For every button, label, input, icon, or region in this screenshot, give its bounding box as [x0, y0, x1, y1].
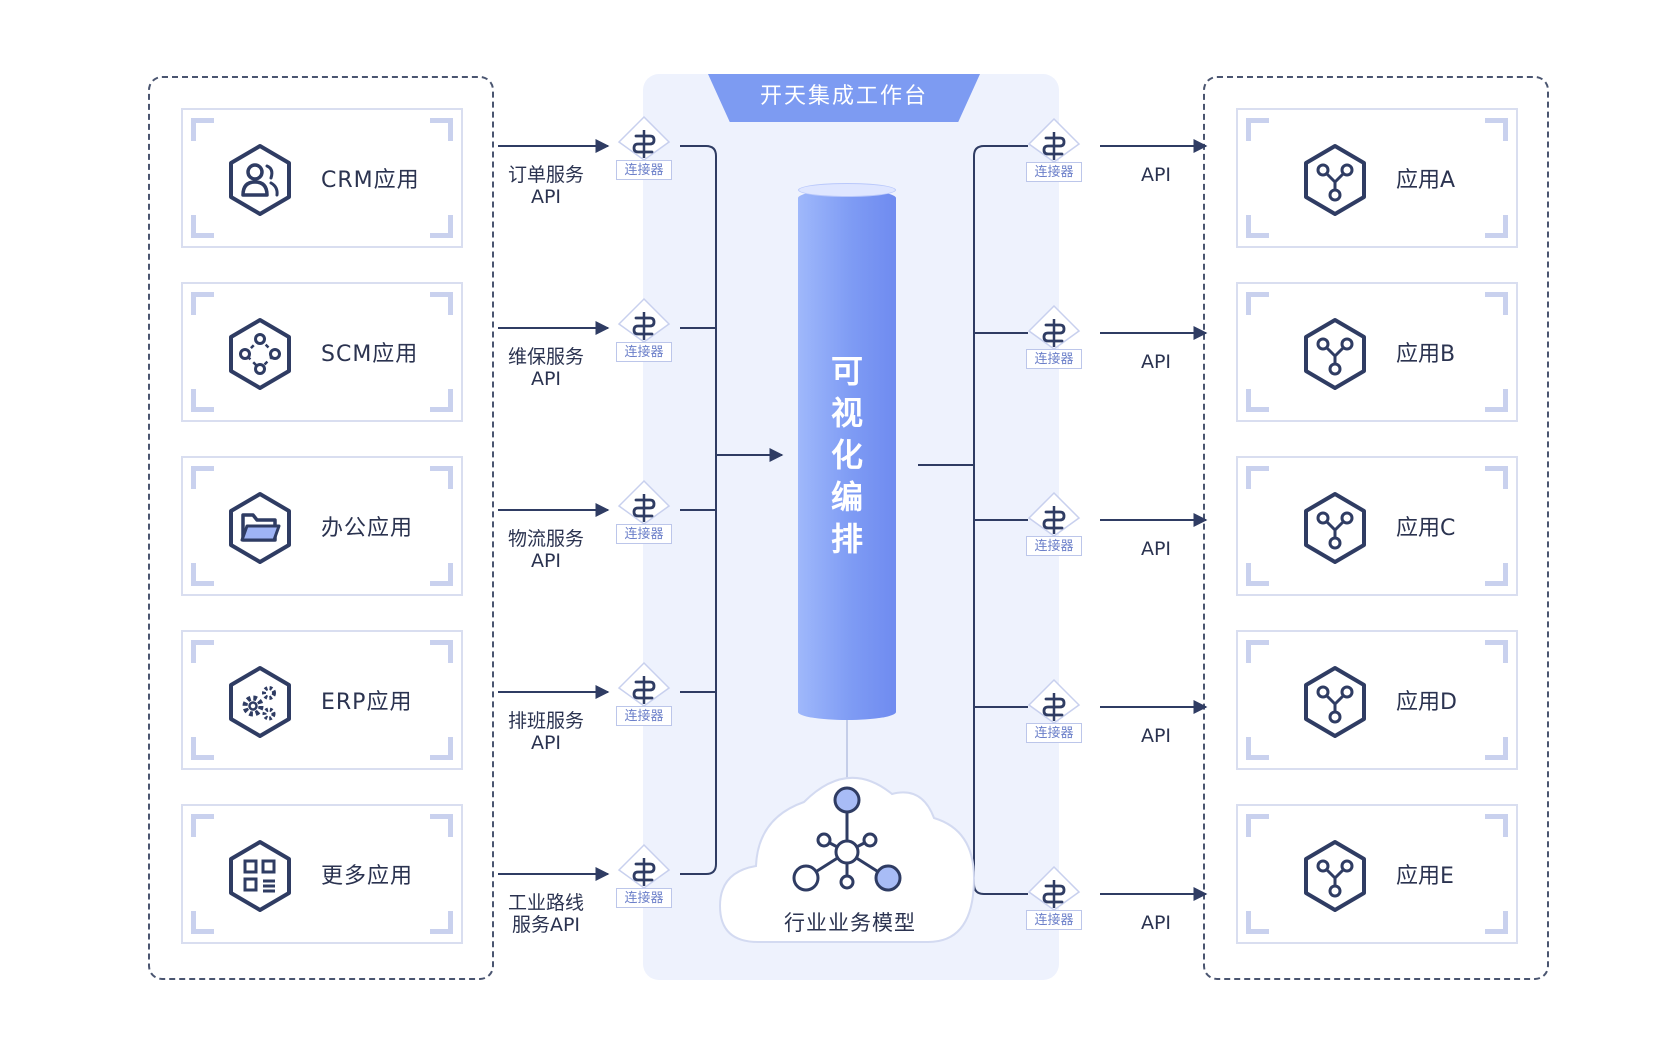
connector-left-2[interactable]: 连接器 — [614, 296, 674, 368]
connector-icon — [617, 843, 671, 888]
connector-left-3[interactable]: 连接器 — [614, 478, 674, 550]
nodes-icon — [229, 318, 291, 390]
industry-model-cloud — [718, 776, 976, 943]
target-api-label: API — [1140, 538, 1172, 560]
target-api-label: API — [1140, 351, 1172, 373]
target-app-label: 应用A — [1396, 168, 1456, 193]
connector-icon — [1027, 304, 1081, 349]
connector-label: 连接器 — [1026, 910, 1082, 930]
connector-right-2[interactable]: 连接器 — [1024, 303, 1084, 375]
target-app-label: 应用C — [1396, 516, 1456, 541]
orchestration-char: 排 — [830, 520, 863, 558]
target-app-label: 应用B — [1396, 342, 1456, 367]
folder-icon — [229, 492, 291, 564]
target-api-label: API — [1140, 164, 1172, 186]
target-api-label: API — [1140, 725, 1172, 747]
source-app-label: 更多应用 — [321, 864, 414, 889]
connector-label: 连接器 — [1026, 162, 1082, 182]
network-icon — [1304, 492, 1366, 564]
service-api-label: 工业路线服务API — [507, 892, 584, 936]
connector-label: 连接器 — [616, 160, 672, 180]
connector-right-5[interactable]: 连接器 — [1024, 864, 1084, 936]
orchestration-char: 视 — [830, 394, 863, 432]
gears-icon — [229, 666, 291, 738]
connector-right-3[interactable]: 连接器 — [1024, 490, 1084, 562]
source-app-card-erp[interactable]: ERP应用 — [181, 630, 463, 770]
industry-model-label: 行业业务模型 — [784, 911, 916, 935]
orchestration-label: 可视化编排 — [798, 350, 896, 560]
connector-label: 连接器 — [1026, 723, 1082, 743]
source-app-card-scm[interactable]: SCM应用 — [181, 282, 463, 422]
platform-title: 开天集成工作台 — [708, 74, 980, 122]
source-app-label: 办公应用 — [321, 516, 414, 541]
users-icon — [229, 144, 291, 216]
connector-icon — [1027, 865, 1081, 910]
target-app-card-e[interactable]: 应用E — [1236, 804, 1518, 944]
target-app-label: 应用D — [1396, 690, 1457, 715]
orchestration-char: 编 — [830, 478, 863, 516]
target-app-card-c[interactable]: 应用C — [1236, 456, 1518, 596]
connector-left-4[interactable]: 连接器 — [614, 660, 674, 732]
connector-left-1[interactable]: 连接器 — [614, 114, 674, 186]
network-icon — [1304, 666, 1366, 738]
source-app-label: CRM应用 — [321, 168, 420, 193]
connector-label: 连接器 — [1026, 536, 1082, 556]
source-app-card-office[interactable]: 办公应用 — [181, 456, 463, 596]
connector-icon — [617, 115, 671, 160]
source-app-label: ERP应用 — [321, 690, 413, 715]
network-icon — [1304, 144, 1366, 216]
connector-label: 连接器 — [616, 888, 672, 908]
orchestration-char: 可 — [830, 352, 863, 390]
visual-orchestration-cylinder: 可视化编排 — [798, 183, 896, 720]
source-app-card-more[interactable]: 更多应用 — [181, 804, 463, 944]
connector-label: 连接器 — [616, 342, 672, 362]
connector-label: 连接器 — [1026, 349, 1082, 369]
source-app-card-crm[interactable]: CRM应用 — [181, 108, 463, 248]
source-apps-group — [148, 76, 494, 980]
connector-right-4[interactable]: 连接器 — [1024, 677, 1084, 749]
connector-label: 连接器 — [616, 524, 672, 544]
target-api-label: API — [1140, 912, 1172, 934]
source-app-label: SCM应用 — [321, 342, 419, 367]
connector-right-1[interactable]: 连接器 — [1024, 116, 1084, 188]
network-icon — [1304, 840, 1366, 912]
network-model-icon — [792, 786, 902, 892]
connector-icon — [1027, 678, 1081, 723]
target-app-card-b[interactable]: 应用B — [1236, 282, 1518, 422]
target-apps-group — [1203, 76, 1549, 980]
connector-icon — [1027, 117, 1081, 162]
connector-label: 连接器 — [616, 706, 672, 726]
connector-icon — [617, 661, 671, 706]
target-app-card-d[interactable]: 应用D — [1236, 630, 1518, 770]
connector-icon — [617, 479, 671, 524]
network-icon — [1304, 318, 1366, 390]
connector-icon — [617, 297, 671, 342]
orchestration-char: 化 — [830, 436, 863, 474]
connector-left-5[interactable]: 连接器 — [614, 842, 674, 914]
connector-icon — [1027, 491, 1081, 536]
grid-icon — [229, 840, 291, 912]
target-app-label: 应用E — [1396, 864, 1454, 889]
target-app-card-a[interactable]: 应用A — [1236, 108, 1518, 248]
